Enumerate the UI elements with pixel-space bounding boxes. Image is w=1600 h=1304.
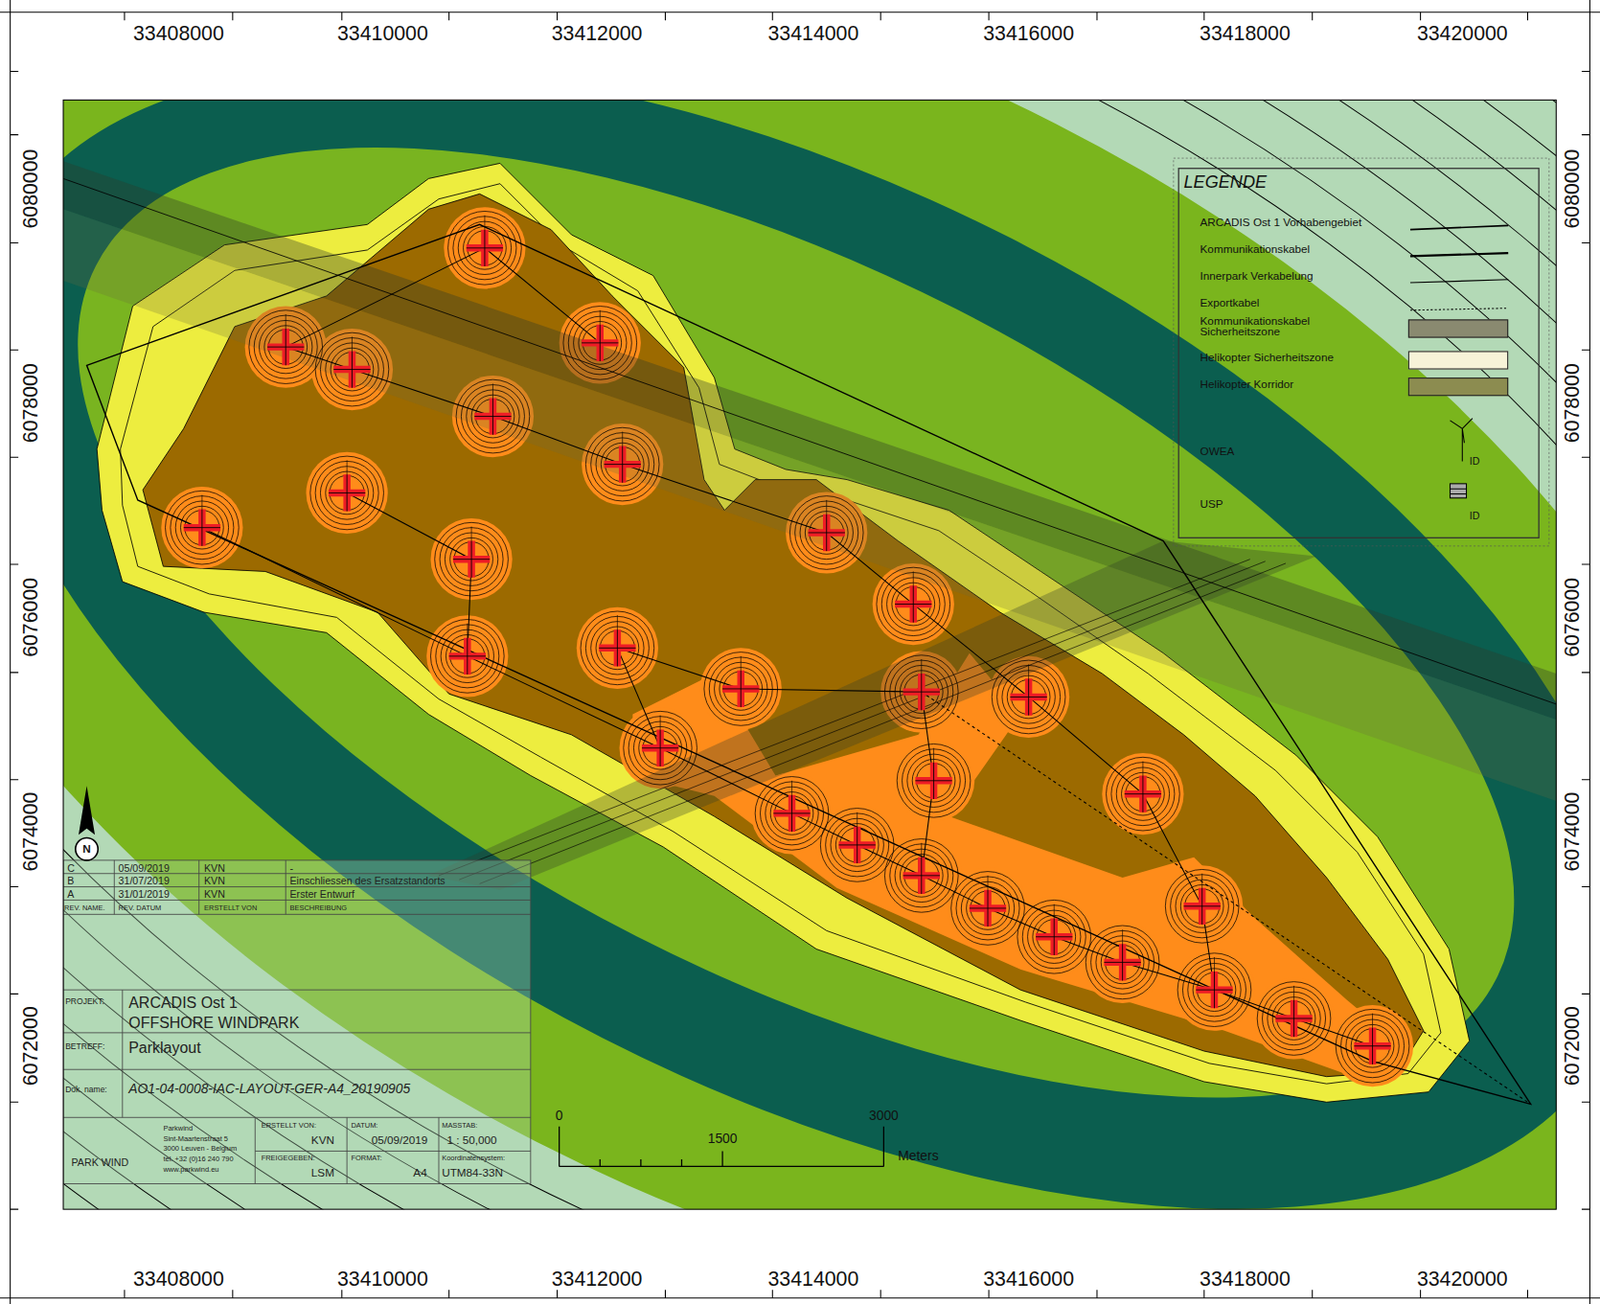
map-label: 1500 — [708, 1131, 738, 1146]
map-label: Parklayout — [128, 1039, 201, 1057]
map-label: REV. NAME. — [64, 904, 105, 913]
legend-text: ARCADIS Ost 1 Vorhabengebiet — [1200, 216, 1363, 229]
map-label: tel. +32 (0)16 240 790 — [162, 1155, 233, 1164]
map-label: 33412000 — [551, 1267, 643, 1290]
map-label: 6080000 — [1560, 149, 1583, 229]
legend-swatch — [1408, 350, 1509, 369]
map-label: Dok. name: — [65, 1085, 108, 1095]
map-label: PROJEKT: — [65, 998, 105, 1007]
map-label: ERSTELLT VON: — [261, 1121, 317, 1130]
map-label: 3000 — [868, 1109, 899, 1124]
map-label: C — [67, 862, 75, 874]
map-label: 33420000 — [1417, 21, 1509, 44]
legend-swatch — [1408, 377, 1509, 396]
map-label: 6076000 — [1560, 577, 1583, 658]
map-label: UTM84-33N — [441, 1165, 503, 1179]
map-label: MASSTAB: — [441, 1121, 478, 1130]
map-label: KVN — [204, 862, 226, 874]
map-label: PARK WIND — [71, 1157, 130, 1169]
map-label: 0 — [555, 1109, 564, 1124]
map-label: 6080000 — [19, 149, 42, 229]
map-label: ID — [1469, 455, 1481, 467]
map-label: 33420000 — [1417, 1267, 1509, 1290]
map-label: 33408000 — [133, 1267, 225, 1290]
map-label: 05/09/2019 — [118, 862, 170, 874]
legend-text: Innerpark Verkabelung — [1200, 269, 1314, 282]
map-label: KVN — [311, 1133, 335, 1146]
map-label: N — [82, 843, 91, 856]
map-label: 33418000 — [1199, 21, 1291, 44]
legend-text: Helikopter Korridor — [1200, 377, 1295, 390]
map-label: 6072000 — [19, 1005, 42, 1086]
map-label: 33410000 — [337, 21, 429, 44]
map-label: Erster Entwurf — [289, 889, 354, 901]
map-label: A — [67, 889, 74, 901]
map-label: Parkwind — [162, 1124, 193, 1133]
legend-text: OWEA — [1200, 444, 1235, 458]
map-label: 1 : 50,000 — [447, 1133, 498, 1146]
map-label: BETREFF: — [65, 1043, 105, 1052]
map-label: ERSTELLT VON — [204, 904, 257, 913]
map-label: 6072000 — [1560, 1005, 1583, 1086]
map-label: ID — [1469, 510, 1481, 523]
map-label: www.parkwind.eu — [162, 1165, 219, 1173]
map-label: 31/01/2019 — [118, 889, 170, 901]
map-label: 6074000 — [19, 792, 42, 872]
legend-text: Exportkabel — [1200, 296, 1260, 309]
legend-text: Kommunikationskabel — [1200, 242, 1311, 255]
map-label: ARCADIS Ost 1 — [128, 994, 238, 1012]
map-label: 33418000 — [1199, 1267, 1291, 1290]
map-label: LEGENDE — [1184, 173, 1268, 193]
map-label: Einschliessen des Ersatzstandorts — [289, 875, 445, 888]
legend-swatch — [1408, 319, 1509, 338]
map-label: AO1-04-0008-IAC-LAYOUT-GER-A4_20190905 — [128, 1081, 411, 1097]
map-label: 6074000 — [1560, 792, 1583, 872]
map-label: OFFSHORE WINDPARK — [128, 1014, 299, 1032]
map-label: REV. DATUM — [118, 904, 162, 913]
map-label: 33412000 — [551, 21, 643, 44]
map-label: DATUM: — [350, 1121, 378, 1130]
map-label: Sint-Maartenstraat 5 — [162, 1134, 229, 1143]
map-label: FREIGEGEBEN: — [261, 1154, 316, 1163]
map-label: LSM — [311, 1165, 335, 1179]
map-label: 33416000 — [982, 1267, 1075, 1290]
legend-text: Helikopter Sicherheitszone — [1200, 350, 1334, 364]
map-label: FORMAT: — [350, 1154, 382, 1163]
map-label: 3000 Leuven - Belgium — [162, 1144, 237, 1153]
legend-text: Kommunikationskabel Sicherheitszone — [1200, 315, 1339, 338]
map-label: - — [289, 862, 294, 874]
map-label: 33414000 — [767, 21, 859, 44]
map-label: 33410000 — [337, 1267, 429, 1290]
map-label: 33416000 — [982, 21, 1075, 44]
map-label: 33414000 — [767, 1267, 859, 1290]
map-label: A4 — [412, 1165, 427, 1179]
map-label: KVN — [204, 875, 226, 888]
map-label: 6076000 — [19, 577, 42, 658]
map-label: KVN — [204, 889, 226, 901]
map-label: BESCHREIBUNG — [289, 904, 347, 913]
map-label: 6078000 — [19, 363, 42, 443]
map-label: 33408000 — [133, 21, 225, 44]
map-label: B — [67, 875, 74, 888]
map-label: 05/09/2019 — [371, 1133, 429, 1146]
map-label: Koordinatensystem: — [441, 1154, 505, 1163]
map-label: Meters — [897, 1148, 938, 1164]
map-label: 6078000 — [1560, 363, 1583, 443]
legend-text: USP — [1200, 498, 1224, 511]
map-label: 31/07/2019 — [118, 875, 170, 888]
